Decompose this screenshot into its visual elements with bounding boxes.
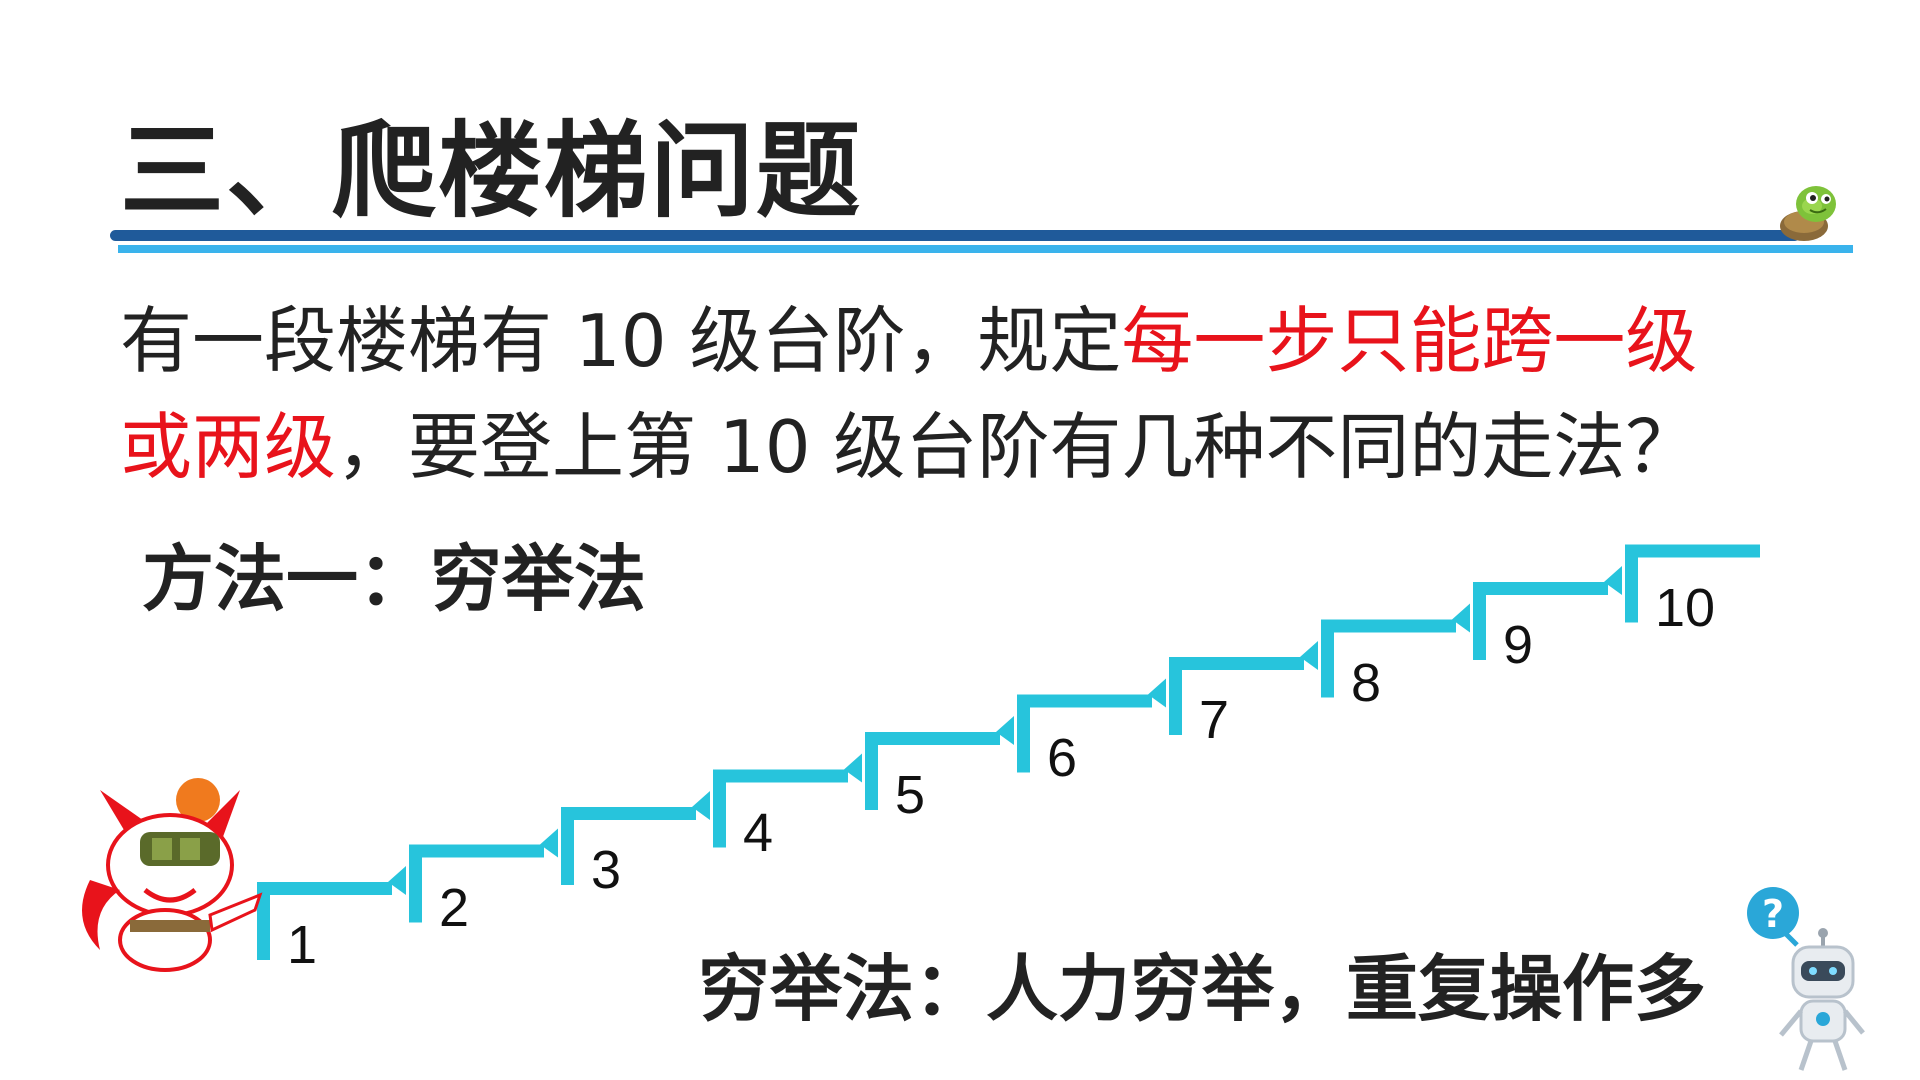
robot-question-icon: ?	[1747, 887, 1865, 1071]
stair-riser	[1017, 694, 1030, 773]
stair-label: 9	[1503, 615, 1534, 675]
page-title: 三、爬楼梯问题	[120, 110, 863, 232]
stair-label: 7	[1199, 690, 1230, 750]
stair-tip	[388, 866, 406, 895]
stair-label: 3	[591, 840, 622, 900]
stair-riser	[409, 844, 422, 923]
problem-text: ，要登上第 10 级台阶有几种不同的走法？	[336, 405, 1698, 489]
title-underline-light	[118, 245, 1853, 253]
stair-riser	[1169, 657, 1182, 735]
stair-tread	[1017, 694, 1152, 708]
problem-statement: 有一段楼梯有 10 级台阶，规定每一步只能跨一级 或两级，要登上第 10 级台阶…	[120, 288, 1820, 500]
stair-tread	[561, 807, 696, 820]
stair-riser	[1321, 619, 1334, 698]
stair-riser	[865, 732, 878, 810]
stair-tread	[1625, 544, 1760, 558]
problem-highlight: 或两级	[120, 405, 337, 489]
stair-step	[409, 828, 558, 923]
stair-step	[1473, 566, 1622, 660]
stair-riser	[1473, 582, 1486, 660]
stair-label: 6	[1047, 727, 1078, 788]
stair-label: 2	[439, 877, 470, 938]
stair-step	[1321, 603, 1470, 698]
title-underline-dark	[110, 230, 1800, 241]
stair-tip	[1452, 603, 1470, 633]
stair-tip	[1148, 678, 1166, 708]
stair-riser	[713, 769, 726, 848]
stair-tip	[1604, 566, 1622, 595]
stair-tip	[844, 753, 862, 783]
stair-label: 1	[287, 915, 318, 975]
stair-label: 8	[1351, 652, 1382, 713]
stair-label: 4	[743, 802, 774, 863]
stair-tread	[409, 844, 544, 858]
stair-step	[1017, 678, 1166, 773]
stair-tread	[713, 769, 848, 783]
turtle-mascot-icon	[1780, 186, 1836, 241]
stair-tread	[257, 882, 392, 895]
method-heading: 方法一：穷举法	[142, 537, 647, 621]
stair-riser	[561, 807, 574, 885]
stair-riser	[1625, 544, 1638, 623]
stair-tread	[1169, 657, 1304, 670]
problem-line-2: 或两级，要登上第 10 级台阶有几种不同的走法？	[120, 394, 1820, 500]
problem-line-1: 有一段楼梯有 10 级台阶，规定每一步只能跨一级	[120, 288, 1820, 394]
stair-label: 5	[895, 765, 926, 825]
problem-text: 有一段楼梯有 10 级台阶，规定	[120, 299, 1122, 383]
stair-tip	[996, 716, 1014, 745]
stair-tip	[1300, 641, 1318, 670]
stair-tip	[540, 828, 558, 858]
stair-step	[561, 791, 710, 885]
stair-step	[865, 716, 1014, 810]
problem-highlight: 每一步只能跨一级	[1121, 299, 1698, 383]
stair-step	[1169, 641, 1318, 735]
stair-label: 10	[1655, 577, 1716, 638]
summary-statement: 穷举法：人力穷举，重复操作多	[698, 947, 1707, 1031]
stair-tread	[865, 732, 1000, 745]
svg-text:?: ?	[1762, 892, 1784, 936]
stair-tread	[1473, 582, 1608, 595]
stair-step	[713, 753, 862, 848]
fox-mascot-icon	[82, 778, 263, 972]
stair-tip	[692, 791, 710, 820]
stair-tread	[1321, 619, 1456, 633]
stair-step	[257, 866, 406, 960]
